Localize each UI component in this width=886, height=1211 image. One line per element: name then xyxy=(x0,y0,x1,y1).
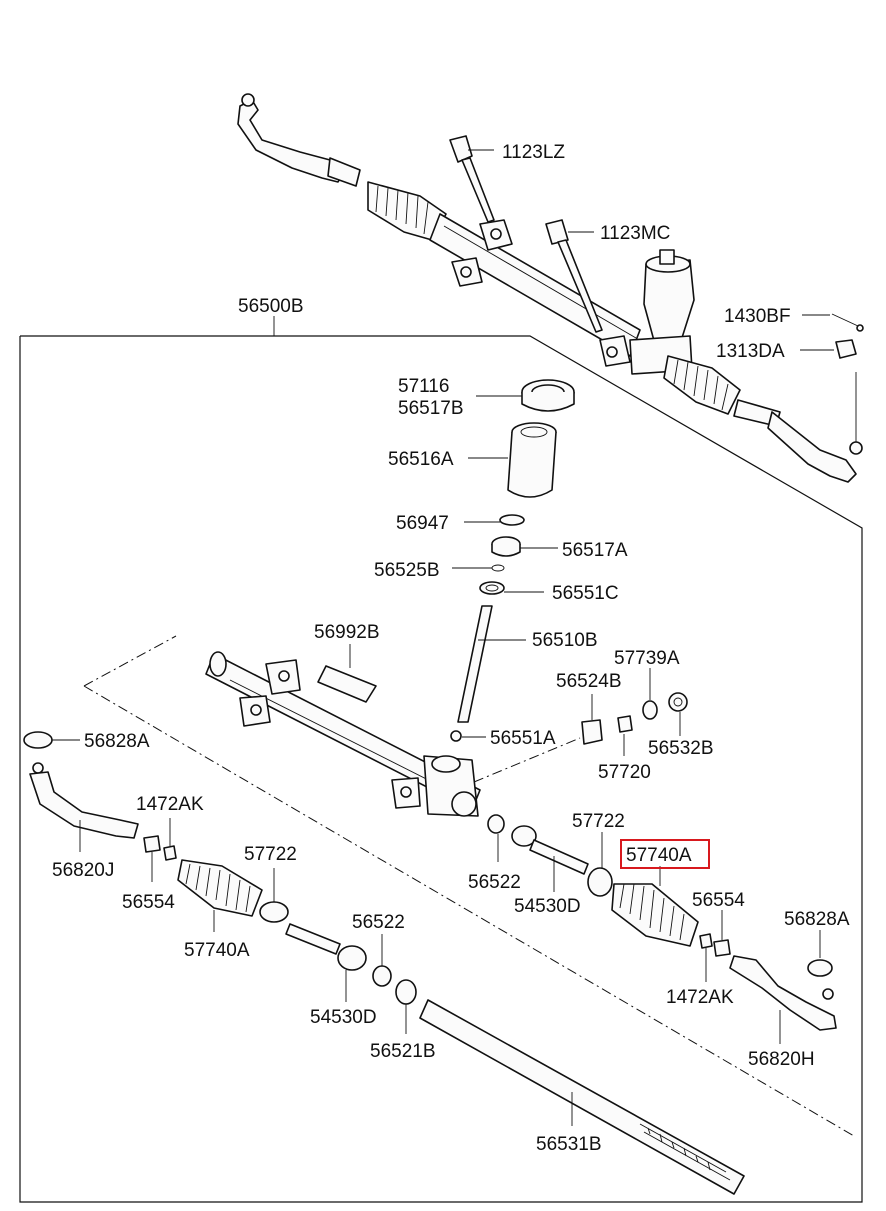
label-56522-left[interactable]: 56522 xyxy=(352,912,405,933)
label-56947[interactable]: 56947 xyxy=(396,513,449,534)
bolt-1123lz xyxy=(449,135,495,223)
label-54530d-left[interactable]: 54530D xyxy=(310,1007,377,1028)
label-1123lz[interactable]: 1123LZ xyxy=(502,142,565,163)
label-56500b[interactable]: 56500B xyxy=(238,296,304,317)
label-56517a[interactable]: 56517A xyxy=(562,540,628,561)
spring-57720 xyxy=(617,715,633,756)
label-57739a[interactable]: 57739A xyxy=(614,648,680,669)
label-1472ak-left[interactable]: 1472AK xyxy=(136,794,204,815)
label-54530d-right[interactable]: 54530D xyxy=(514,896,581,917)
label-56510b[interactable]: 56510B xyxy=(532,630,598,651)
nut-1472ak-left xyxy=(163,818,177,861)
label-56820h[interactable]: 56820H xyxy=(748,1049,815,1070)
bushing-56521b xyxy=(395,979,417,1034)
label-56554-right[interactable]: 56554 xyxy=(692,890,745,911)
label-57740a-left[interactable]: 57740A xyxy=(184,940,250,961)
castle-nut-1313da xyxy=(800,339,857,359)
label-56828a-left[interactable]: 56828A xyxy=(84,731,150,752)
bearing-56551a xyxy=(450,730,486,742)
label-57116[interactable]: 57116 xyxy=(398,376,449,397)
nut-56532b xyxy=(668,692,688,736)
yoke-plug-56516a xyxy=(468,422,557,498)
label-56828a-right[interactable]: 56828A xyxy=(784,909,850,930)
cover-57116 xyxy=(476,379,575,412)
inner-tie-rod-54530d-right xyxy=(511,825,589,892)
yoke-56524b xyxy=(581,694,603,745)
label-57722-left[interactable]: 57722 xyxy=(244,844,297,865)
label-56551c[interactable]: 56551C xyxy=(552,583,619,604)
boot-57740a-right xyxy=(611,866,699,947)
label-56516a[interactable]: 56516A xyxy=(388,449,454,470)
inner-tie-rod-54530d-left xyxy=(285,923,367,1002)
label-57722-right[interactable]: 57722 xyxy=(572,811,625,832)
ring-56525b xyxy=(452,564,505,572)
nut-56554-left xyxy=(143,835,161,882)
boot-57740a-left xyxy=(177,859,263,932)
label-56532b[interactable]: 56532B xyxy=(648,738,714,759)
label-56820j[interactable]: 56820J xyxy=(52,860,114,881)
bushing-56517a xyxy=(491,536,558,557)
label-1430bf[interactable]: 1430BF xyxy=(724,306,791,327)
part-labels: 1123LZ 1123MC 56500B 1430BF 1313DA 57116… xyxy=(52,142,850,1155)
insulator-56992b xyxy=(317,644,377,703)
dust-cap-56828a-left xyxy=(23,731,80,749)
label-56522-right[interactable]: 56522 xyxy=(468,872,521,893)
plug-57739a xyxy=(642,668,658,720)
label-56525b[interactable]: 56525B xyxy=(374,560,440,581)
bearing-56551c xyxy=(479,581,544,595)
label-57720[interactable]: 57720 xyxy=(598,762,651,783)
tie-rod-end-56820h xyxy=(729,955,837,1044)
clamp-57722-left xyxy=(259,868,289,923)
washer-56522-left xyxy=(372,934,392,987)
highlight-box xyxy=(620,839,710,869)
label-56531b[interactable]: 56531B xyxy=(536,1134,602,1155)
label-1472ak-right[interactable]: 1472AK xyxy=(666,987,734,1008)
label-56992b[interactable]: 56992B xyxy=(314,622,380,643)
oring-56947 xyxy=(464,514,525,526)
bolt-1123mc xyxy=(545,219,603,333)
clamp-57722-right xyxy=(587,832,613,897)
complete-gear-assembly xyxy=(237,93,863,483)
dust-cap-56828a-right xyxy=(807,930,833,977)
washer-56522-right xyxy=(487,814,505,862)
label-56554-left[interactable]: 56554 xyxy=(122,892,175,913)
rack-bar-56531b xyxy=(419,999,745,1195)
label-56551a[interactable]: 56551A xyxy=(490,728,556,749)
label-56521b[interactable]: 56521B xyxy=(370,1041,436,1062)
tie-rod-end-56820j xyxy=(29,762,139,852)
pinion-56510b xyxy=(457,605,526,723)
label-56524b[interactable]: 56524B xyxy=(556,671,622,692)
label-1313da[interactable]: 1313DA xyxy=(716,341,785,362)
label-1123mc[interactable]: 1123MC xyxy=(600,223,670,244)
assembly-frame xyxy=(19,316,863,1203)
nut-1472ak-right xyxy=(699,933,713,982)
rack-housing-exploded xyxy=(83,635,855,1137)
nut-56554-right xyxy=(713,910,731,957)
cotter-pin-1430bf xyxy=(802,313,864,332)
label-57740a-right[interactable]: 57740A xyxy=(626,845,692,866)
label-56517b[interactable]: 56517B xyxy=(398,398,464,419)
